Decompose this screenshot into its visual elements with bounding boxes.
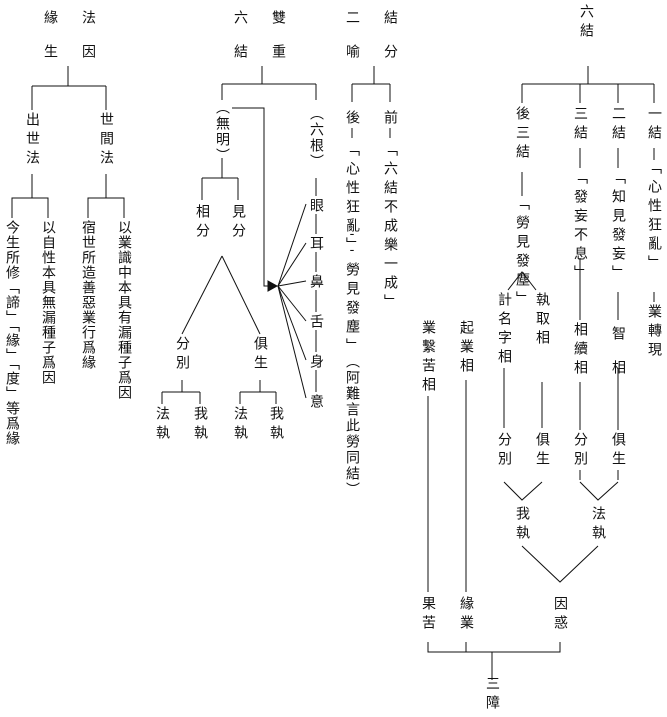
mundane-dharma: 世間法 xyxy=(98,112,114,169)
latter-text-2: 勞見發塵」 xyxy=(344,262,360,357)
knot-one-text: 「心性狂亂」 xyxy=(646,160,662,274)
seeing-part: 見分 xyxy=(230,204,246,242)
ananda-note: （阿難言此勞同結） xyxy=(344,354,360,498)
continuity-aspect: 相續相 xyxy=(572,322,588,379)
root-eye: 眼 xyxy=(308,198,324,217)
knot-one-result: 業轉現 xyxy=(646,304,662,361)
knot-division-label: 結分 xyxy=(382,10,398,78)
later-three-knots-label: 後三結 xyxy=(514,106,530,163)
mundane-cause-text: 以業識中本具有漏種子爲因 xyxy=(116,220,132,400)
two-analogies-label: 二喻 xyxy=(344,10,360,78)
self-attachment-2: 我執 xyxy=(268,406,284,444)
root-mind: 意 xyxy=(308,394,324,413)
mundane-condition-text: 宿世所造善惡業行爲緣 xyxy=(80,220,96,370)
six-knots-root: 六結 xyxy=(578,4,594,42)
root-ear: 耳 xyxy=(308,236,324,255)
knot-two-text: 「知見發妄」 xyxy=(610,170,626,284)
dharma-attachment-2: 法執 xyxy=(232,406,248,444)
self-attachment: 我執 xyxy=(514,506,530,544)
condition-arising-label: 緣生 xyxy=(42,10,58,78)
self-attachment-1: 我執 xyxy=(192,406,208,444)
discriminating-3: 分別 xyxy=(174,336,190,374)
dharma-cause-label: 法因 xyxy=(80,10,96,78)
dharma-attachment: 法執 xyxy=(590,506,606,544)
grasping-aspect: 執取相 xyxy=(534,292,550,349)
latter-label: 後 xyxy=(344,110,360,129)
supramundane-cause-text: 以自性本具無漏種子爲因 xyxy=(40,220,56,385)
supramundane-dharma: 出世法 xyxy=(24,112,40,169)
ignorance-label: （無明） xyxy=(214,100,230,164)
latter-dash: ---- xyxy=(344,226,360,290)
innate-1: 俱生 xyxy=(534,432,550,470)
double-layer-label: 雙重 xyxy=(270,10,286,78)
condition-karma: 緣業 xyxy=(458,596,474,634)
dharma-attachment-1: 法執 xyxy=(154,406,170,444)
former-text: 「六結不成樂一成」 xyxy=(382,142,398,313)
cause-delusion: 因惑 xyxy=(552,596,568,634)
karma-arising-aspect: 起業相 xyxy=(458,320,474,377)
knot-two-label: 二結 xyxy=(610,106,626,144)
three-hindrances: 三障 xyxy=(484,676,500,714)
former-label: 前 xyxy=(382,110,398,129)
supramundane-condition-text: 今生所修「諦」「緣」「度」等爲緣 xyxy=(4,220,20,446)
knot-three-label: 三結 xyxy=(572,106,588,144)
innate-3: 俱生 xyxy=(252,336,268,374)
root-nose: 鼻 xyxy=(308,274,324,293)
karma-bound-suffering-aspect: 業繫苦相 xyxy=(420,320,436,396)
knot-one-label: 一結 xyxy=(646,106,662,144)
six-roots-label: （六根） xyxy=(308,106,324,170)
innate-2: 俱生 xyxy=(610,432,626,470)
latter-text: 「心性狂亂」 xyxy=(344,142,360,256)
later-three-knots-text: 「勞見發塵」 xyxy=(514,196,530,310)
name-word-aspect: 計名字相 xyxy=(496,292,512,368)
appearance-part: 相分 xyxy=(194,204,210,242)
wisdom-aspect: 智相 xyxy=(610,326,626,394)
knot-three-text: 「發妄不息」 xyxy=(572,170,588,284)
root-body: 身 xyxy=(308,354,324,373)
root-tongue: 舌 xyxy=(308,314,324,333)
discriminating-2: 分別 xyxy=(572,432,588,470)
six-knots-label: 六結 xyxy=(232,10,248,78)
fruit-suffering: 果苦 xyxy=(420,596,436,634)
discriminating-1: 分別 xyxy=(496,432,512,470)
